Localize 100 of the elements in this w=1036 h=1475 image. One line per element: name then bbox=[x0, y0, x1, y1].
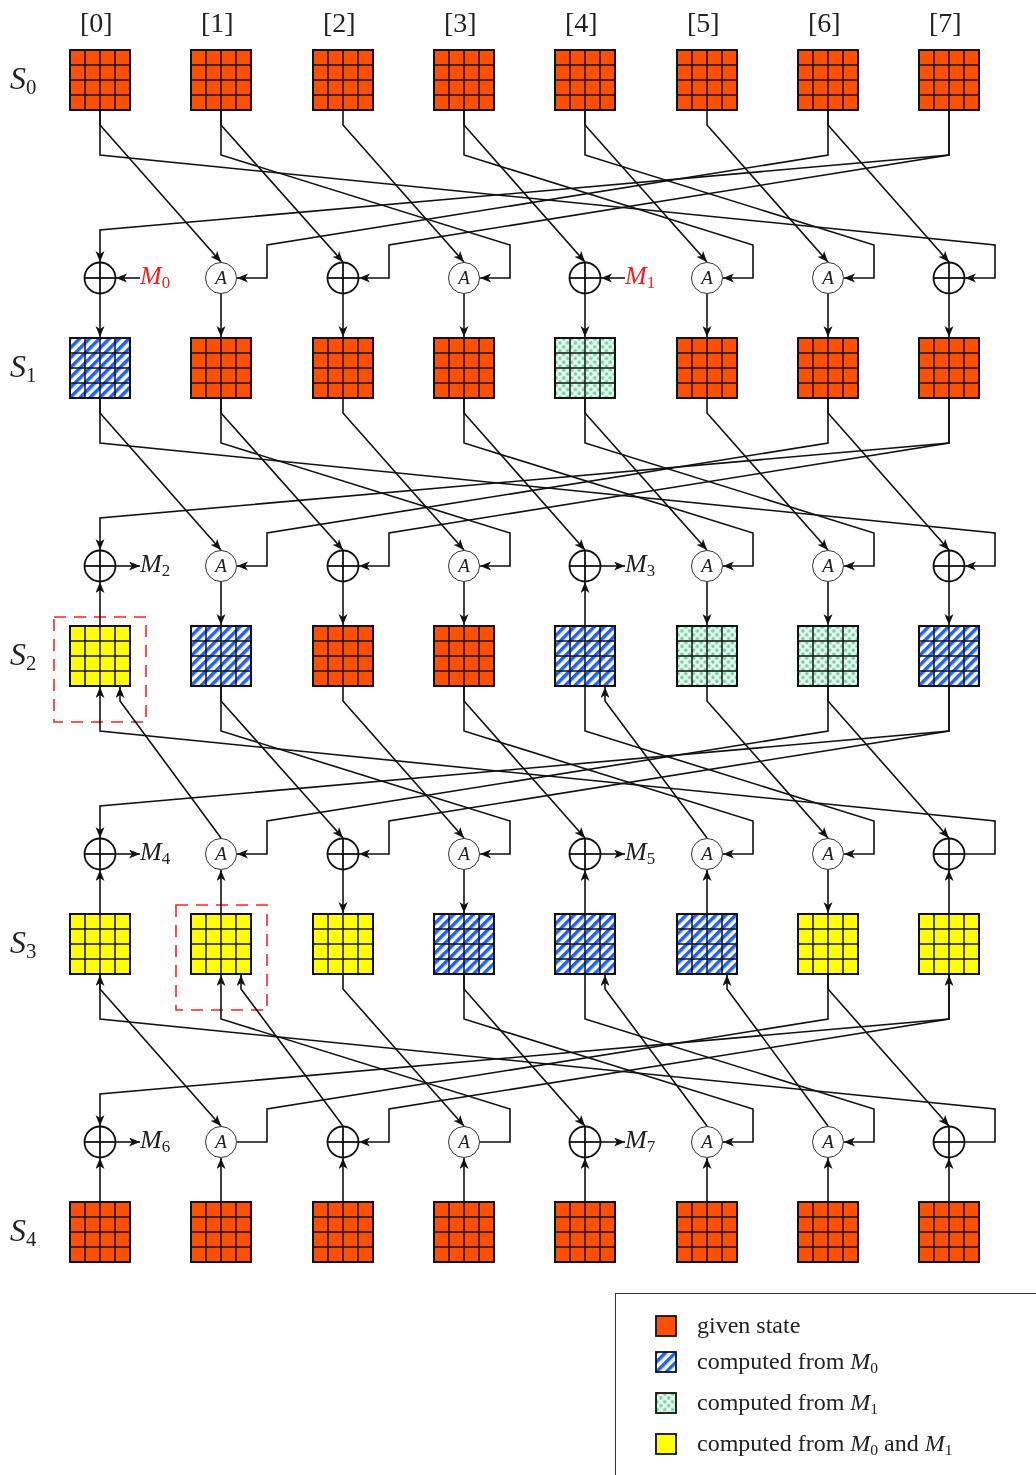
xor-symbol bbox=[326, 1125, 360, 1159]
state-grid bbox=[433, 49, 495, 111]
arrow bbox=[216, 869, 226, 914]
xor-symbol bbox=[83, 1125, 117, 1159]
state-grid bbox=[312, 49, 374, 111]
state-grid bbox=[433, 1201, 495, 1263]
xor-symbol bbox=[932, 549, 966, 583]
arrow bbox=[706, 686, 829, 839]
arrow bbox=[823, 869, 833, 914]
arrow bbox=[584, 398, 875, 571]
arrow bbox=[358, 110, 950, 283]
column-index: [1] bbox=[201, 7, 234, 39]
arrow bbox=[944, 581, 954, 626]
state-grid bbox=[918, 1201, 980, 1263]
arrow bbox=[338, 869, 348, 914]
arrow bbox=[216, 1157, 226, 1202]
arrow bbox=[115, 561, 141, 571]
state-grid bbox=[312, 1201, 374, 1263]
state-label: S$_{1}$ bbox=[10, 348, 37, 389]
arrow bbox=[220, 398, 511, 571]
function-node: A bbox=[812, 838, 844, 870]
xor-symbol bbox=[83, 549, 117, 583]
arrow bbox=[115, 1137, 141, 1147]
function-node: A bbox=[205, 838, 237, 870]
arrow bbox=[216, 581, 226, 626]
function-node: A bbox=[205, 550, 237, 582]
state-grid bbox=[554, 625, 616, 687]
arrow bbox=[584, 686, 875, 859]
state-grid bbox=[676, 337, 738, 399]
arrow bbox=[722, 974, 829, 1127]
function-node: A bbox=[205, 262, 237, 294]
function-node: A bbox=[448, 262, 480, 294]
state-grid bbox=[918, 625, 980, 687]
state-grid bbox=[69, 1201, 131, 1263]
arrow bbox=[600, 974, 708, 1127]
message-label: M$_{2}$ bbox=[140, 549, 171, 587]
arrow bbox=[99, 110, 996, 283]
state-grid bbox=[676, 913, 738, 975]
state-grid bbox=[676, 1201, 738, 1263]
state-grid bbox=[433, 625, 495, 687]
arrow bbox=[600, 1137, 626, 1147]
message-label: M$_{6}$ bbox=[140, 1125, 171, 1163]
xor-symbol bbox=[83, 261, 117, 295]
state-grid bbox=[797, 625, 859, 687]
arrow bbox=[95, 293, 105, 338]
function-node: A bbox=[448, 838, 480, 870]
state-grid bbox=[190, 49, 252, 111]
state-label: S$_{0}$ bbox=[10, 60, 37, 101]
arrow bbox=[600, 561, 626, 571]
arrow bbox=[236, 398, 829, 571]
arrow bbox=[580, 293, 590, 338]
state-grid bbox=[433, 913, 495, 975]
arrow bbox=[944, 869, 954, 914]
function-node: A bbox=[691, 1126, 723, 1158]
arrow bbox=[220, 686, 511, 859]
legend-text: computed from M$_{0}$ and M$_{1}$ bbox=[697, 1429, 953, 1460]
function-node: A bbox=[691, 262, 723, 294]
arrow bbox=[600, 849, 626, 859]
arrow bbox=[459, 293, 469, 338]
arrow bbox=[702, 293, 712, 338]
state-grid bbox=[554, 49, 616, 111]
column-index: [5] bbox=[687, 7, 720, 39]
state-grid bbox=[69, 625, 131, 687]
xor-symbol bbox=[932, 1125, 966, 1159]
state-grid bbox=[797, 913, 859, 975]
state-grid bbox=[69, 337, 131, 399]
arrow bbox=[236, 110, 829, 283]
arrow bbox=[216, 974, 511, 1143]
state-grid bbox=[918, 337, 980, 399]
arrow bbox=[459, 581, 469, 626]
arrow bbox=[702, 581, 712, 626]
arrow bbox=[706, 110, 829, 263]
double-arrow bbox=[358, 974, 954, 1147]
function-node: A bbox=[205, 1126, 237, 1158]
xor-symbol bbox=[326, 837, 360, 871]
message-label: M$_{4}$ bbox=[140, 837, 171, 875]
arrow bbox=[944, 293, 954, 338]
column-index: [3] bbox=[444, 7, 477, 39]
arrow bbox=[463, 398, 754, 571]
arrow bbox=[99, 398, 996, 571]
arrow bbox=[95, 581, 105, 626]
arrow bbox=[342, 686, 465, 839]
arrow bbox=[600, 273, 626, 283]
message-label: M$_{1}$ bbox=[625, 261, 656, 299]
state-grid bbox=[433, 337, 495, 399]
state-grid bbox=[797, 337, 859, 399]
arrow bbox=[702, 869, 712, 914]
xor-symbol bbox=[568, 1125, 602, 1159]
column-index: [2] bbox=[323, 7, 356, 39]
arrow bbox=[584, 110, 875, 283]
arrow bbox=[823, 293, 833, 338]
function-node: A bbox=[812, 550, 844, 582]
arrow bbox=[580, 1157, 590, 1202]
arrow bbox=[823, 1157, 833, 1202]
arrow bbox=[342, 974, 465, 1127]
state-grid bbox=[918, 913, 980, 975]
column-index: [6] bbox=[808, 7, 841, 39]
function-node: A bbox=[448, 1126, 480, 1158]
legend-text: given state bbox=[697, 1311, 801, 1339]
arrow bbox=[216, 293, 226, 338]
